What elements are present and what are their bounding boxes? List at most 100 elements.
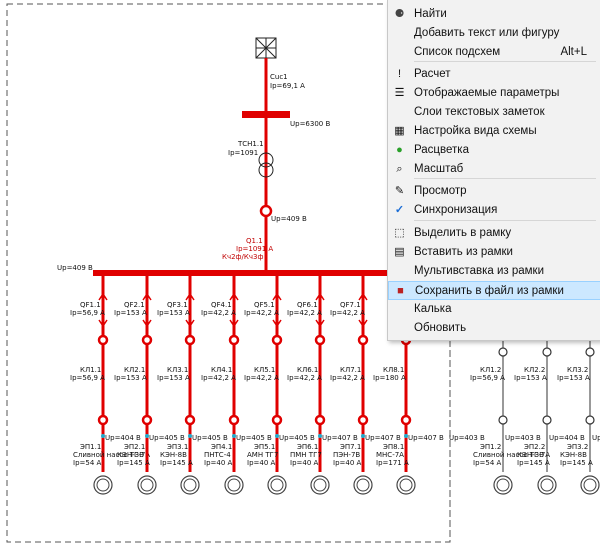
feeder-qf-name: QF6.1 <box>297 301 318 309</box>
menu-item-13[interactable]: ▤Вставить из рамки <box>388 243 600 262</box>
feeder-load-current: Iр=40 А <box>290 459 319 467</box>
feeder-right-cable-current: Iр=153 А <box>557 374 590 382</box>
top-bus[interactable] <box>242 111 290 118</box>
feeder-qf-current: Iр=42,2 А <box>287 309 322 317</box>
feeder-qf-name: QF5.1 <box>254 301 275 309</box>
menu-icon-blank <box>392 45 407 60</box>
menu-item-11[interactable]: ✓Синхронизация <box>388 201 600 220</box>
exclamation-icon: ! <box>397 68 402 80</box>
feeder-voltage: Uр=405 В <box>279 434 315 442</box>
feeder-right-load-current: Iр=54 А <box>473 459 502 467</box>
menu-separator <box>414 220 596 221</box>
feeder-cable-current: Iр=42,2 А <box>287 374 322 382</box>
binoculars-icon: ⚈ <box>394 8 405 20</box>
menu-item-label: Отображаемые параметры <box>414 87 560 99</box>
feeder-load-name: ЭП4.1 <box>211 443 232 451</box>
frame-select-icon: ⬚ <box>394 227 405 239</box>
menu-icon-blank <box>392 105 407 120</box>
menu-item-14[interactable]: Мультивставка из рамки <box>388 262 600 281</box>
feeder-right-load-desc: Сливной насос ТГ-7А <box>473 451 550 459</box>
top-bus-voltage: Uр=6300 В <box>290 120 330 128</box>
menu-item-label: Список подсхем <box>414 46 501 58</box>
power-source[interactable] <box>255 37 277 59</box>
feeder-qf-current: Iр=42,2 А <box>201 309 236 317</box>
feeder-cable-name: КЛ4.1 <box>211 366 232 374</box>
menu-item-17[interactable]: Обновить <box>388 319 600 338</box>
feeder-breaker-3[interactable] <box>184 292 196 426</box>
menu-item-7[interactable]: ▦ Настройка вида схемы <box>388 122 600 141</box>
save-file-icon: ■ <box>397 285 404 297</box>
menu-icon-blank <box>392 26 407 41</box>
feeder-breaker-2[interactable] <box>141 292 153 426</box>
menu-item-5[interactable]: ☰Отображаемые параметры <box>388 84 600 103</box>
feeder-cable-current: Iр=180 А <box>373 374 406 382</box>
feeder-qf-name: QF2.1 <box>124 301 145 309</box>
feeder-cable-name: КЛ8.1 <box>383 366 404 374</box>
menu-item-8[interactable]: ●Расцветка <box>388 141 600 160</box>
menu-item-12[interactable]: ⬚Выделить в рамку <box>388 224 600 243</box>
main-bus[interactable] <box>93 270 450 276</box>
palette-icon: ● <box>396 144 403 156</box>
feeder-load-desc: ПЭН-7В <box>333 451 360 459</box>
pen-icon: ✎ <box>394 185 405 197</box>
layout-icon: ▦ <box>394 125 405 137</box>
menu-item-4[interactable]: !Расчет <box>388 65 600 84</box>
feeder-breaker-7[interactable] <box>357 292 369 426</box>
feeder-qf-current: Iр=42,2 А <box>330 309 365 317</box>
menu-item-label: Настройка вида схемы <box>414 125 537 137</box>
feeder-cable-name: КЛ1.1 <box>80 366 101 374</box>
main-breaker-name: Q1.1 <box>246 237 263 245</box>
feeder-right-cable-name: КЛ1.2 <box>480 366 501 374</box>
feeder-right-load-name: ЭП1.2 <box>480 443 501 451</box>
feeder-right-voltage: Uр=403 В <box>505 434 541 442</box>
feeder-breaker-4[interactable] <box>228 292 240 426</box>
feeder-9[interactable]: Uр=403 В <box>449 434 485 442</box>
feeder-cable-name: КЛ5.1 <box>254 366 275 374</box>
feeder-cable-name: КЛ3.1 <box>167 366 188 374</box>
feeder-right-load-current: Iр=145 А <box>560 459 593 467</box>
feeder-breaker-1[interactable] <box>97 292 109 426</box>
feeder-cable-current: Iр=56,9 А <box>70 374 105 382</box>
menu-item-label: Найти <box>414 8 447 20</box>
feeder-voltage: Uр=405 В <box>149 434 185 442</box>
menu-item-2[interactable]: Добавить текст или фигуру <box>388 24 600 43</box>
menu-item-label: Обновить <box>414 322 467 334</box>
feeder-breaker-5[interactable] <box>271 292 283 426</box>
menu-item-3[interactable]: Список подсхем Alt+L <box>388 43 600 62</box>
main-breaker-ratio: Кч2ф/Кч3ф <box>222 253 263 261</box>
feeder-voltage: Uр=407 В <box>365 434 401 442</box>
feeder-breaker-6[interactable] <box>314 292 326 426</box>
feeder-qf-current: Iр=56,9 А <box>70 309 105 317</box>
menu-item-15[interactable]: ■Сохранить в файл из рамки <box>388 281 600 300</box>
feeder-right-cable-current: Iр=56,9 А <box>470 374 505 382</box>
menu-item-1[interactable]: ⚈ Найти <box>388 5 600 24</box>
transformer[interactable] <box>258 152 274 178</box>
menu-item-16[interactable]: Калька <box>388 300 600 319</box>
menu-item-10[interactable]: ✎Просмотр <box>388 182 600 201</box>
feeder-load-current: Iр=40 А <box>204 459 233 467</box>
feeder-load-name: ЭП3.1 <box>167 443 188 451</box>
main-node[interactable] <box>259 204 273 218</box>
feeder-right-voltage: Uр=404 В <box>592 434 600 442</box>
menu-icon-blank <box>392 321 407 336</box>
feeder-right-load-current: Iр=145 А <box>517 459 550 467</box>
feeder-voltage: Uр=407 В <box>408 434 444 442</box>
feeder-cable-current: Iр=42,2 А <box>244 374 279 382</box>
menu-item-9[interactable]: ⌕Масштаб <box>388 160 600 179</box>
menu-item-6[interactable]: Слои текстовых заметок <box>388 103 600 122</box>
feeder-load-desc: КЭН-3В <box>117 451 144 459</box>
feeder-load-desc: Сливной насос ТГ-7А <box>73 451 150 459</box>
menu-item-shortcut: Alt+L <box>560 46 587 58</box>
